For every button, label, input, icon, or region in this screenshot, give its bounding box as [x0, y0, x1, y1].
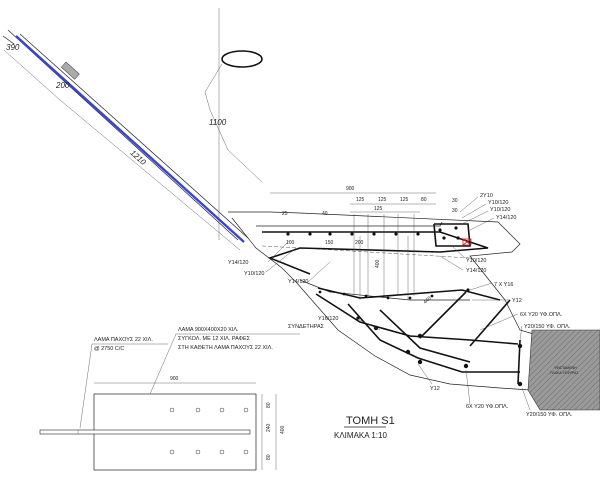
dim-200-b: 200: [355, 240, 364, 246]
glass-railing: [2, 29, 249, 243]
scale-text: ΚΛΙΜΑΚΑ 1:10: [334, 431, 387, 440]
label-y12-b: Y12: [430, 386, 440, 392]
marker-cross: [462, 238, 472, 246]
dim-125-b: 125: [378, 197, 387, 203]
label-syndetiras: ΣΥΝΔΕΤΗΡΑΣ: [288, 324, 325, 330]
note-lama900-2: ΣΥΓΚΟΛ. ΜΕ 12 ΧΙΛ. ΡΑΦΕΣ: [178, 336, 251, 342]
note-lama22-2: @ 2750 C/C: [94, 346, 124, 352]
label-y10-120-a: Y10/120: [488, 200, 509, 206]
dim-150: 150: [325, 240, 334, 246]
plate-dim-900: 900: [170, 376, 179, 382]
label-7xy16: 7 X Y16: [494, 282, 513, 288]
label-y16-120: Y16/120: [318, 316, 339, 322]
highlight-ellipse: [221, 50, 263, 68]
section-title: ΤΟΜΗ S1 ΚΛΙΜΑΚΑ 1:10: [334, 415, 395, 440]
label-y14-120-d: Y14/120: [288, 279, 309, 285]
leaders: [265, 196, 531, 411]
dim-100: 100: [286, 240, 295, 246]
label-y20-150-b: Y20/150 ΥΦ. ΟΠΛ.: [526, 412, 573, 418]
note-lama900-1: ΛΑΜΑ 900Χ400Χ20 ΧΙΛ.: [178, 327, 239, 333]
title-text: ΤΟΜΗ S1: [346, 415, 395, 427]
dim-125-c: 125: [400, 197, 409, 203]
note-lama22-1: ΛΑΜΑ ΠΑΧΟΥΣ 22 ΧΙΛ.: [94, 337, 153, 343]
dim-125-d: 125: [374, 206, 383, 212]
plate-dim-400: 400: [280, 425, 286, 434]
label-y20-150-a: Y20/150 ΥΦ. ΟΠΛ.: [524, 324, 571, 330]
rebar-dots: [286, 226, 523, 387]
glass-dimensions: 390 200 1210: [3, 43, 241, 251]
existing-slab: ΥΦΙΣΤΑΜΕΝΗ ΠΛΑΚΑ ΓΕΦΥΡΑΣ: [527, 329, 600, 411]
top-cap: [60, 61, 80, 80]
dim-1100: 1100: [209, 118, 227, 127]
anchor-bolts: 400 440: [353, 214, 433, 306]
plate-dim-80-b: 80: [266, 454, 272, 460]
label-y10-120-b: Y10/120: [490, 207, 511, 213]
note-lama900-3: ΣΤΗ ΚΑΘΕΤΗ ΛΑΜΑ ΠΑΧΟΥΣ 22 ΧΙΛ.: [178, 345, 273, 351]
plate-notes: ΛΑΜΑ ΠΑΧΟΥΣ 22 ΧΙΛ. @ 2750 C/C ΛΑΜΑ 900Χ…: [94, 327, 273, 352]
label-y10-120-d: Y10/120: [244, 271, 265, 277]
dim-200: 200: [55, 81, 70, 90]
label-y12-a: Y12: [512, 298, 522, 304]
dim-30-a: 30: [452, 198, 458, 204]
plate-dim-80-a: 80: [266, 402, 272, 408]
plate-dim-240: 240: [266, 423, 272, 432]
dim-900: 900: [346, 186, 355, 192]
reference-line: 1100: [204, 8, 263, 240]
vertical-plate: [39, 429, 251, 435]
label-y14-120-b: Y14/120: [466, 268, 487, 274]
label-y14-120-c: Y14/120: [228, 260, 249, 266]
label-y14-120-a: Y14/120: [496, 215, 517, 221]
dim-440: 440: [422, 295, 432, 305]
label-6xy20-a: 6X Y20 ΥΦ.ΟΠΛ.: [520, 312, 563, 318]
dim-400: 400: [375, 259, 381, 268]
label-6xy20-b: 6X Y20 ΥΦ.ΟΠΛ.: [466, 404, 509, 410]
existing-label-2: ΠΛΑΚΑ ΓΕΦΥΡΑΣ: [550, 371, 579, 375]
existing-label-1: ΥΦΙΣΤΑΜΕΝΗ: [554, 366, 577, 370]
dim-80: 80: [421, 197, 427, 203]
label-2y10: 2Y10: [480, 193, 493, 199]
dim-30-b: 30: [452, 208, 458, 214]
plate-detail: 900 80 240 80 400: [39, 333, 300, 471]
rebar-labels: 2Y10 Y10/120 Y10/120 Y14/120 Y10/120 Y14…: [228, 193, 573, 418]
plate-holes: [169, 407, 249, 455]
reinforcement-cage: [262, 223, 521, 385]
dim-125-a: 125: [356, 197, 365, 203]
label-y10-120-c: Y10/120: [466, 258, 487, 264]
dim-25: 25: [282, 211, 288, 217]
dim-390: 390: [6, 43, 20, 52]
